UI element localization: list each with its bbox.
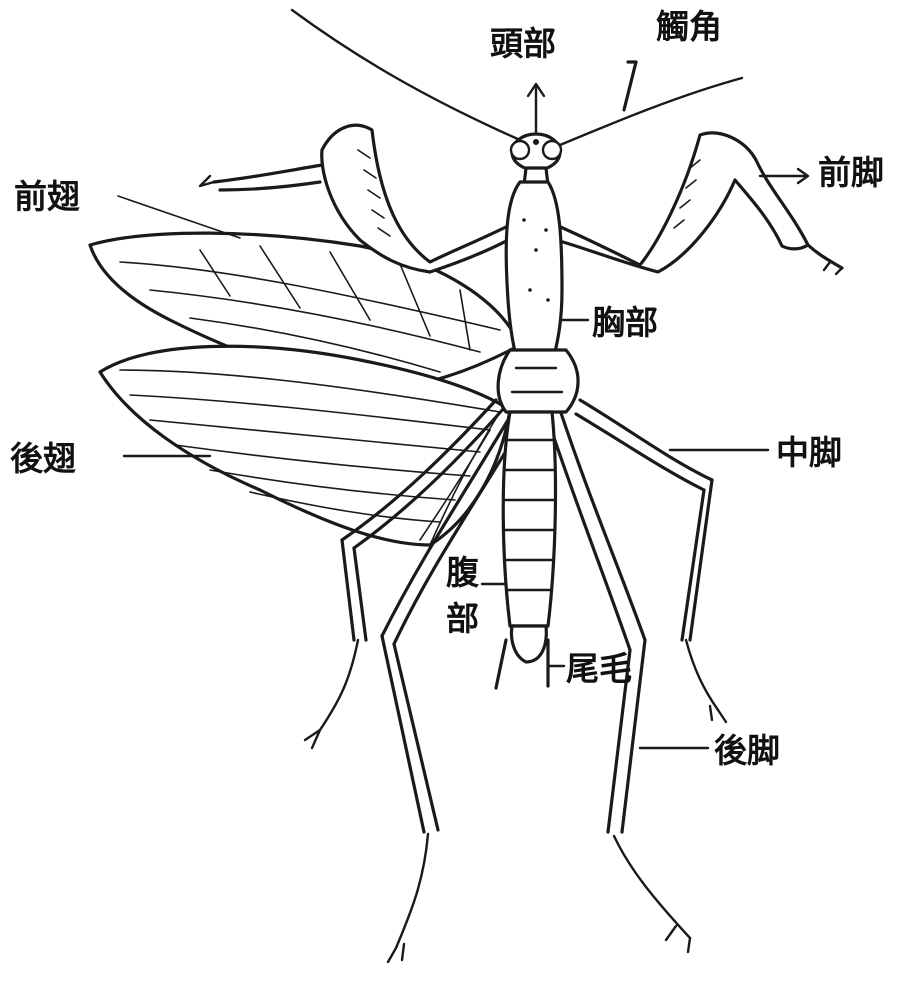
label-antenna: 觸角	[656, 7, 722, 46]
body	[496, 134, 578, 688]
label-thorax: 胸部	[592, 303, 658, 342]
label-abdomen-bottom: 部	[446, 599, 479, 638]
label-foreleg: 前脚	[818, 153, 884, 192]
label-hindwing: 後翅	[10, 439, 76, 478]
label-cerci: 尾毛	[566, 649, 632, 688]
thorax-shape	[506, 182, 562, 356]
label-head: 頭部	[490, 24, 556, 63]
abdomen-shape	[503, 412, 555, 626]
label-midleg: 中脚	[776, 433, 842, 472]
label-hindleg: 後脚	[714, 731, 780, 770]
label-abdomen-top: 腹	[446, 553, 480, 592]
label-forewing: 前翅	[14, 177, 80, 216]
